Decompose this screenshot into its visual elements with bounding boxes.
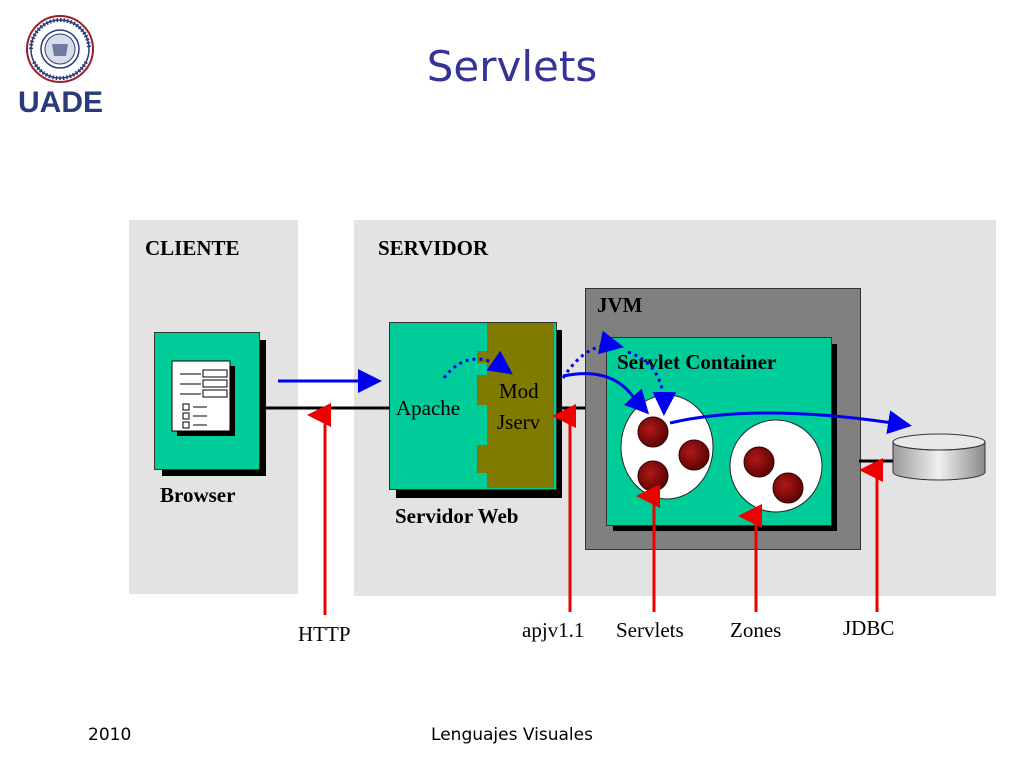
servlet-container-label: Servlet Container bbox=[617, 350, 777, 374]
jserv-label: Jserv bbox=[497, 410, 541, 434]
client-heading: CLIENTE bbox=[145, 236, 240, 260]
servlet-to-db-arrow bbox=[669, 410, 912, 435]
zones-callout-label: Zones bbox=[730, 618, 782, 642]
apjv-callout-label: apjv1.1 bbox=[522, 618, 585, 642]
mod-label: Mod bbox=[499, 379, 539, 403]
jdbc-callout-label: JDBC bbox=[843, 616, 895, 640]
jvm-label: JVM bbox=[597, 293, 643, 317]
database-icon bbox=[892, 433, 986, 481]
apache-label: Apache bbox=[396, 396, 461, 420]
apache-to-mod-arrow bbox=[442, 350, 513, 379]
mod-to-container-arrow bbox=[561, 330, 624, 379]
slide-title: Servlets bbox=[426, 42, 598, 91]
servlet-ball bbox=[637, 416, 669, 448]
university-logo bbox=[22, 14, 98, 84]
mod-to-servlet-arrow bbox=[562, 372, 650, 415]
logo-wordmark: UADE bbox=[18, 86, 104, 119]
http-callout-label: HTTP bbox=[298, 622, 351, 646]
servlet-ball bbox=[772, 472, 804, 504]
browser-label: Browser bbox=[160, 483, 236, 507]
footer-year: 2010 bbox=[88, 725, 132, 745]
server-heading: SERVIDOR bbox=[378, 236, 489, 260]
document-icon bbox=[171, 360, 237, 442]
servlet-ball bbox=[678, 439, 710, 471]
servlet-ball bbox=[743, 446, 775, 478]
webserver-label: Servidor Web bbox=[395, 504, 519, 528]
dispatch-dotted-arrow bbox=[627, 350, 677, 416]
footer-course: Lenguajes Visuales bbox=[431, 725, 593, 745]
seal-icon bbox=[26, 15, 94, 83]
servlet-ball bbox=[637, 460, 669, 492]
servlet-zone-2 bbox=[729, 419, 823, 513]
servlets-callout-label: Servlets bbox=[616, 618, 684, 642]
